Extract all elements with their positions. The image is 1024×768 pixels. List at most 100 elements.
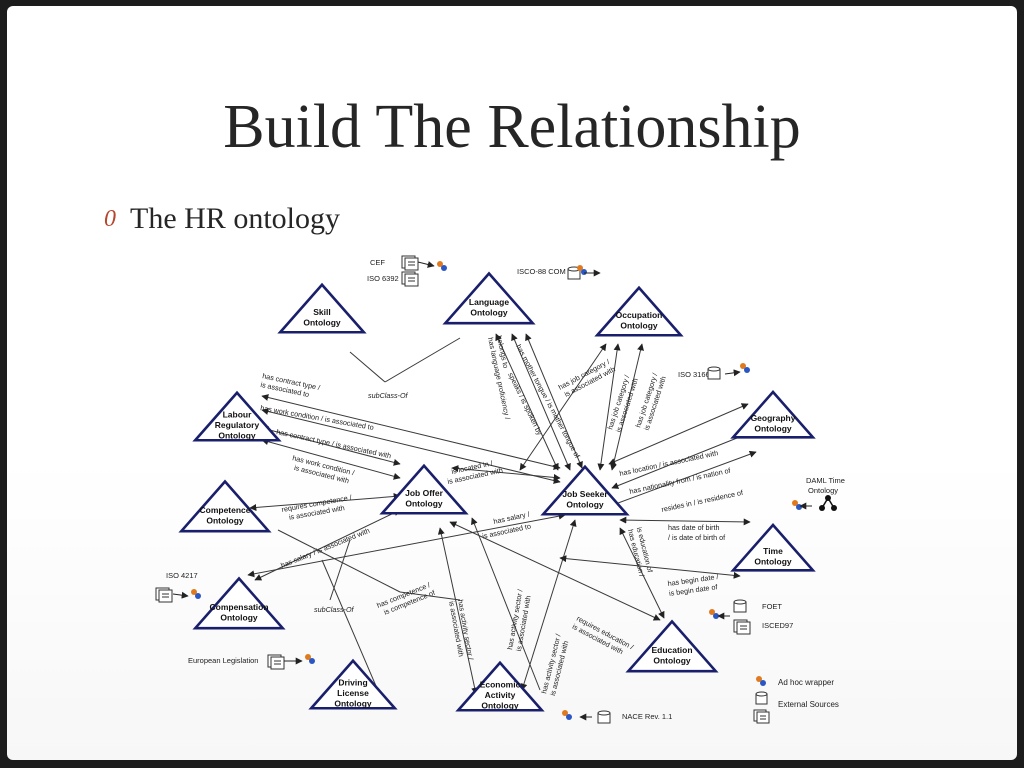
relationship-line: [451, 465, 561, 481]
node-triangle: [277, 282, 367, 334]
relationship-line: [321, 559, 383, 701]
document-icon: [753, 709, 770, 724]
edge-label-education: has education /is education of: [626, 526, 655, 578]
relationship-line: [329, 539, 351, 601]
edge-label-subclass1: subClass-Of: [368, 391, 409, 400]
database-icon: [707, 366, 721, 380]
node-triangle: [192, 576, 286, 630]
source-cef: CEF: [370, 258, 385, 267]
source-iso3166: ISO 3166: [678, 370, 710, 379]
node-triangle: [730, 522, 816, 572]
edge-label-subclass2: subClass-Of: [314, 605, 355, 614]
node-triangle: [594, 285, 684, 337]
source-foet: FOET: [762, 602, 782, 611]
source-iso4217: ISO 4217: [166, 571, 198, 580]
legend: Ad hoc wrapper External Sources: [753, 676, 839, 724]
document-icon: [267, 654, 285, 670]
node-triangle: [308, 658, 398, 710]
database-icon: [755, 691, 768, 705]
adhoc-wrapper-icon: [172, 589, 201, 599]
edge-label-actsector2: has activity sector /is associated with: [505, 589, 533, 652]
node-triangle: [178, 479, 272, 533]
relationship-lines: [247, 333, 757, 701]
source-european-legislation: European Legislation: [188, 656, 258, 665]
edge-label-reqedu: requires education /is associated with: [571, 614, 635, 660]
relationship-line: [608, 403, 749, 465]
source-isced: ISCED97: [762, 621, 793, 630]
adhoc-wrapper-icon: [417, 261, 447, 271]
wrapper-connectors: [172, 261, 812, 721]
edge-label-resides: resides in / is residence of: [661, 488, 744, 514]
wrapper-arrow: [417, 261, 435, 268]
edge-label-begindate: has begin date /is begin date of: [667, 572, 720, 598]
document-icon: [401, 255, 419, 271]
external-sources: CEF ISO 6392 ISCO-88 COM ISO 3166 DAML T…: [155, 255, 845, 724]
node-triangle: [625, 619, 719, 673]
relationship-line: [619, 516, 751, 526]
edge-label-reqcomp: requires competence /is associated with: [281, 493, 354, 523]
document-icon: [155, 587, 173, 603]
relationship-line: [349, 351, 386, 383]
bullet-marker: 0: [104, 206, 116, 232]
adhoc-wrapper-icon: [577, 265, 601, 277]
adhoc-wrapper-icon: [562, 710, 592, 721]
edge-label-birth: has date of birth/ is date of birth of: [668, 523, 725, 542]
adhoc-wrapper-icon: [756, 676, 766, 686]
edge-label-actsector3: has activity sector /is associated with: [539, 633, 571, 697]
relationship-line: [519, 343, 607, 471]
adhoc-wrapper-icon: [284, 654, 315, 665]
relationship-line: [609, 450, 757, 508]
document-icon: [401, 271, 419, 287]
relationship-line: [559, 555, 741, 579]
node-triangle: [379, 463, 469, 515]
node-triangle: [192, 390, 282, 442]
relationship-line: [249, 493, 401, 511]
edge-label-jobcat1: has job category /is associated with: [557, 356, 617, 399]
database-icon: [597, 710, 611, 724]
edge-label-contract1: has contract type /is associated to: [260, 371, 321, 401]
source-daml-line1: DAML Time: [806, 476, 845, 485]
edge-label-salary2: has salary /is associated to: [479, 510, 533, 541]
source-iso6392: ISO 6392: [367, 274, 399, 283]
edge-label-hascomp: has competence /is competence of: [375, 580, 436, 619]
relationship-line: [277, 529, 401, 593]
edge-label-actsector1: has activity sector /is associated with: [447, 599, 475, 662]
document-icon: [733, 619, 751, 635]
wrapper-arrow: [724, 369, 741, 377]
adhoc-wrapper-icon: [792, 500, 812, 510]
bullet-text: The HR ontology: [130, 202, 340, 235]
source-nace: NACE Rev. 1.1: [622, 712, 672, 721]
legend-adhoc-label: Ad hoc wrapper: [778, 678, 834, 687]
database-icon: [733, 599, 747, 613]
edge-label-workcond2: has work condition /is associated with: [289, 453, 355, 486]
node-triangle: [455, 660, 545, 712]
adhoc-wrapper-icon: [709, 609, 730, 620]
wrapper-arrow: [172, 591, 189, 599]
slide-title: Build The Relationship: [223, 93, 801, 161]
legend-external-label: External Sources: [778, 700, 839, 709]
